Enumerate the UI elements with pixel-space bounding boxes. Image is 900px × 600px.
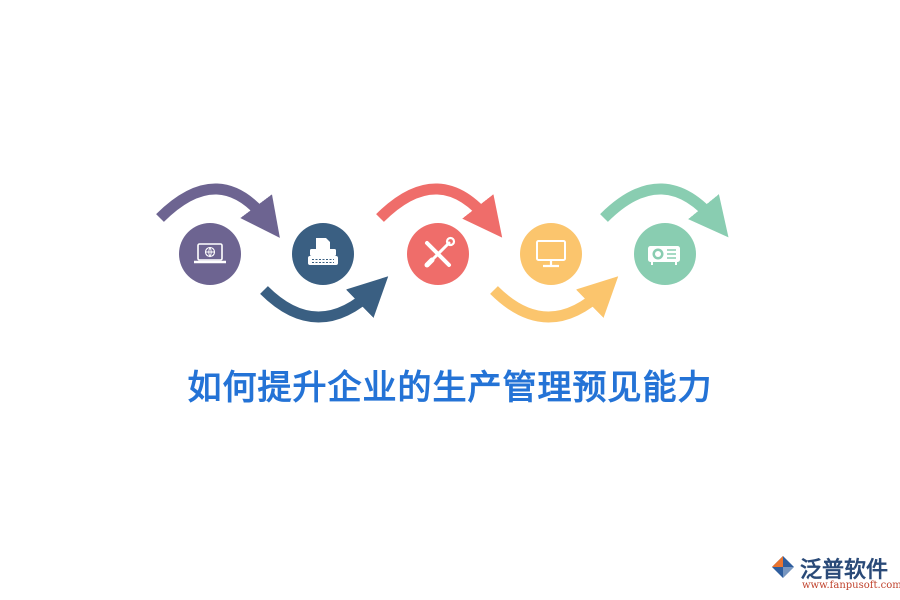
fanpu-logo-icon xyxy=(772,556,794,578)
tools-icon xyxy=(424,236,456,268)
typewriter-icon xyxy=(308,238,338,265)
projector-icon xyxy=(648,246,680,265)
brand-url: www.fanpusoft.com xyxy=(802,580,900,591)
step-4-circle xyxy=(520,223,582,285)
step-1 xyxy=(179,223,241,285)
step-3-arrow xyxy=(376,183,503,238)
step-2-arrow xyxy=(260,276,389,323)
brand-name: 泛普软件 xyxy=(800,558,889,583)
step-3 xyxy=(407,223,469,285)
brand-logo: 泛普软件 www.fanpusoft.com xyxy=(768,552,900,598)
page-title: 如何提升企业的生产管理预见能力 xyxy=(187,368,713,408)
step-1-arrow xyxy=(156,183,280,238)
step-2 xyxy=(292,223,354,285)
step-4-arrow xyxy=(490,276,619,323)
monitor-icon xyxy=(536,240,566,268)
step-1-circle xyxy=(179,223,241,285)
step-5-arrow xyxy=(600,183,729,238)
step-4 xyxy=(520,223,582,285)
laptop-globe-icon xyxy=(194,243,226,264)
step-5 xyxy=(634,223,696,285)
